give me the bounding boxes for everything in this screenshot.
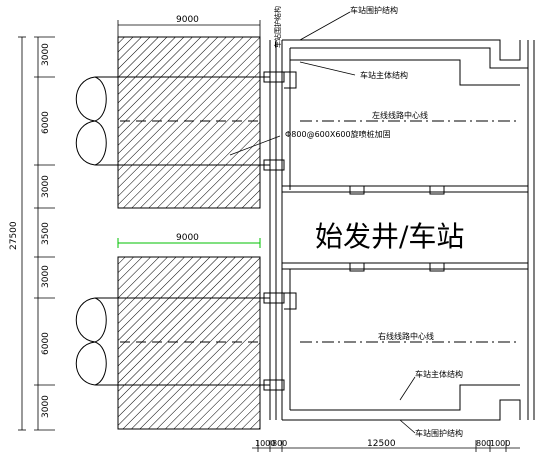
reinforcement-zone-bottom (117, 256, 261, 430)
dim-bottom-800a: 800 (272, 439, 287, 448)
dim-bottom-12500: 12500 (367, 439, 396, 449)
station-title: 始发井/车站 (315, 220, 464, 253)
highlight-dimension (117, 238, 261, 248)
label-left-center: 左线线路中心线 (372, 110, 428, 120)
label-edge-vertical: 车站围护结构 (273, 6, 282, 48)
tunnel-right-line (75, 297, 270, 386)
dim-3000-d: 3000 (41, 395, 51, 418)
dimension-lines (18, 11, 520, 452)
label-right-center: 右线线路中心线 (378, 331, 434, 341)
dim-bottom-1000b: 1000 (490, 439, 510, 448)
tunnel-left-line (75, 76, 270, 166)
label-pile-note: Φ800@600X600旋喷桩加固 (285, 129, 391, 139)
dim-3000-c: 3000 (41, 265, 51, 288)
label-main-bottom: 车站主体结构 (415, 369, 463, 379)
dim-6000-a: 6000 (41, 111, 51, 134)
station-structure (263, 39, 535, 421)
dim-3000-b: 3000 (41, 175, 51, 198)
dim-bottom-1000: 1000 (255, 439, 275, 448)
label-enclosure-bottom: 车站围护结构 (415, 428, 463, 438)
label-enclosure-top: 车站围护结构 (350, 5, 398, 15)
dim-width-top: 9000 (176, 15, 199, 25)
dim-bottom-800b: 800 (476, 439, 491, 448)
dim-3000-a: 3000 (41, 43, 51, 66)
dim-width-mid: 9000 (176, 233, 199, 243)
dim-3500: 3500 (41, 222, 51, 245)
dim-6000-b: 6000 (41, 332, 51, 355)
reinforcement-zone-top (117, 36, 261, 209)
dim-total-height: 27500 (9, 221, 19, 250)
label-main-top: 车站主体结构 (360, 70, 408, 80)
